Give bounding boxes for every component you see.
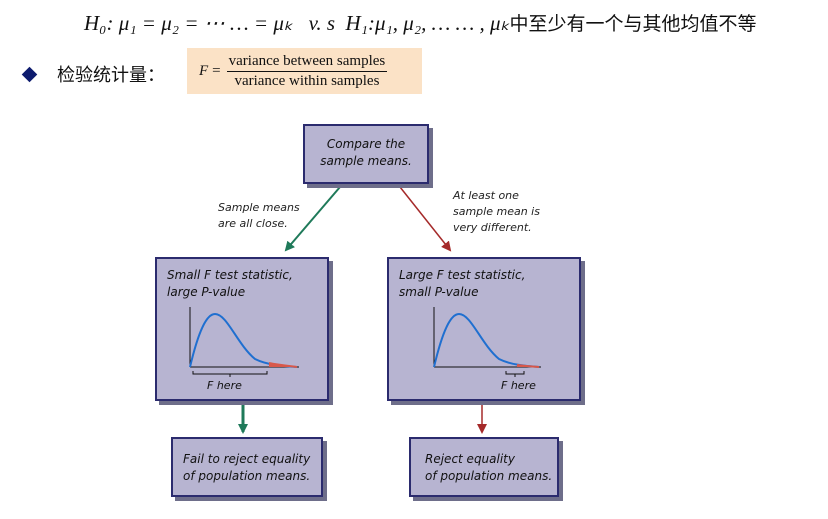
left-note-line1: Sample means bbox=[218, 201, 300, 214]
f-symbol: F bbox=[199, 62, 209, 79]
small-f-line1: Small F test statistic, bbox=[167, 268, 293, 282]
small-f-distribution-plot bbox=[189, 307, 299, 377]
alternative-hypothesis-text: 中至少有一个与其他均值不等 bbox=[509, 13, 757, 35]
large-f-line1: Large F test statistic, bbox=[399, 268, 526, 282]
compare-means-line2: sample means. bbox=[320, 154, 412, 168]
versus-label: v. s bbox=[308, 11, 335, 35]
statistic-row: 检验统计量： bbox=[20, 54, 165, 94]
reject-equality-box: Reject equality of population means. bbox=[409, 437, 559, 497]
fail-reject-line2: of population means. bbox=[183, 469, 311, 483]
large-f-distribution-plot bbox=[433, 307, 541, 377]
hypotheses-line: H₀: μ₁ = μ₂ = ⋯ … = μₖ v. s H₁:μ₁, μ₂, …… bbox=[84, 6, 824, 40]
compare-means-line1: Compare the bbox=[326, 137, 406, 151]
bullet-diamond-icon bbox=[21, 66, 38, 82]
compare-means-box: Compare the sample means. bbox=[303, 124, 429, 184]
small-f-box: Small F test statistic, large P-value F … bbox=[155, 257, 329, 401]
reject-line2: of population means. bbox=[425, 469, 553, 483]
alternative-hypothesis: H₁:μ₁, μ₂, … … , μₖ bbox=[345, 11, 510, 35]
fraction-numerator: variance between samples bbox=[226, 53, 388, 72]
left-note-line2: are all close. bbox=[218, 217, 288, 230]
fraction-denominator: variance within samples bbox=[234, 72, 380, 89]
right-note-line3: very different. bbox=[453, 221, 532, 234]
f-formula-box: F = variance between samples variance wi… bbox=[187, 48, 422, 94]
reject-line1: Reject equality bbox=[425, 452, 515, 466]
null-hypothesis: H₀: μ₁ = μ₂ = ⋯ … = μₖ bbox=[84, 11, 293, 35]
fail-to-reject-box: Fail to reject equality of population me… bbox=[171, 437, 323, 497]
equals-sign: = bbox=[212, 62, 221, 79]
red-arrow-diagonal bbox=[399, 186, 452, 252]
right-note-line2: sample mean is bbox=[453, 205, 540, 218]
statistic-label: 检验统计量： bbox=[57, 65, 165, 86]
large-f-here-label: F here bbox=[501, 379, 536, 392]
left-branch-note: Sample means are all close. bbox=[218, 200, 300, 232]
fail-reject-line1: Fail to reject equality bbox=[183, 452, 311, 466]
small-f-here-label: F here bbox=[207, 379, 242, 392]
right-note-line1: At least one bbox=[453, 189, 519, 202]
large-f-box: Large F test statistic, small P-value F … bbox=[387, 257, 581, 401]
large-f-line2: small P-value bbox=[399, 285, 479, 299]
f-fraction: variance between samples variance within… bbox=[226, 53, 388, 90]
small-f-line2: large P-value bbox=[167, 285, 246, 299]
right-branch-note: At least one sample mean is very differe… bbox=[453, 188, 540, 236]
